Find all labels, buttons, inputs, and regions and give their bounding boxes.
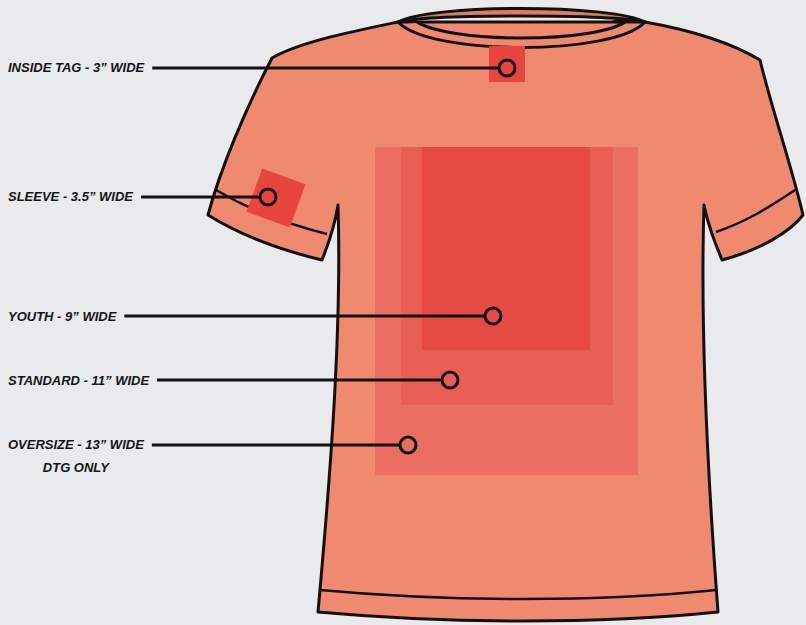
standard-area xyxy=(401,147,613,405)
callout-label: SLEEVE - 3.5” WIDE xyxy=(8,189,133,205)
callout-label: DTG ONLY xyxy=(43,460,109,476)
callout-label: INSIDE TAG - 3” WIDE xyxy=(8,60,144,76)
callout-dot xyxy=(485,308,501,324)
leader-line xyxy=(141,196,260,199)
callout-label: YOUTH - 9” WIDE xyxy=(8,309,116,325)
callout-label: STANDARD - 11” WIDE xyxy=(8,373,149,389)
callout-dot xyxy=(400,437,416,453)
tag-area xyxy=(489,46,525,82)
callout-dot xyxy=(442,372,458,388)
callout-dot xyxy=(499,60,515,76)
leader-line xyxy=(157,379,442,382)
callout-label: OVERSIZE - 13” WIDE xyxy=(8,437,144,453)
leader-line xyxy=(124,315,485,318)
oversize-area xyxy=(375,147,638,475)
youth-area xyxy=(422,147,590,350)
shirt-hem xyxy=(320,590,716,599)
shirt-body xyxy=(208,22,803,621)
collar-band xyxy=(398,20,645,48)
leader-line xyxy=(152,67,499,70)
callout-dot xyxy=(260,189,276,205)
sleeve-cuff xyxy=(716,190,795,232)
leader-line xyxy=(152,444,400,447)
collar-back xyxy=(398,9,645,23)
